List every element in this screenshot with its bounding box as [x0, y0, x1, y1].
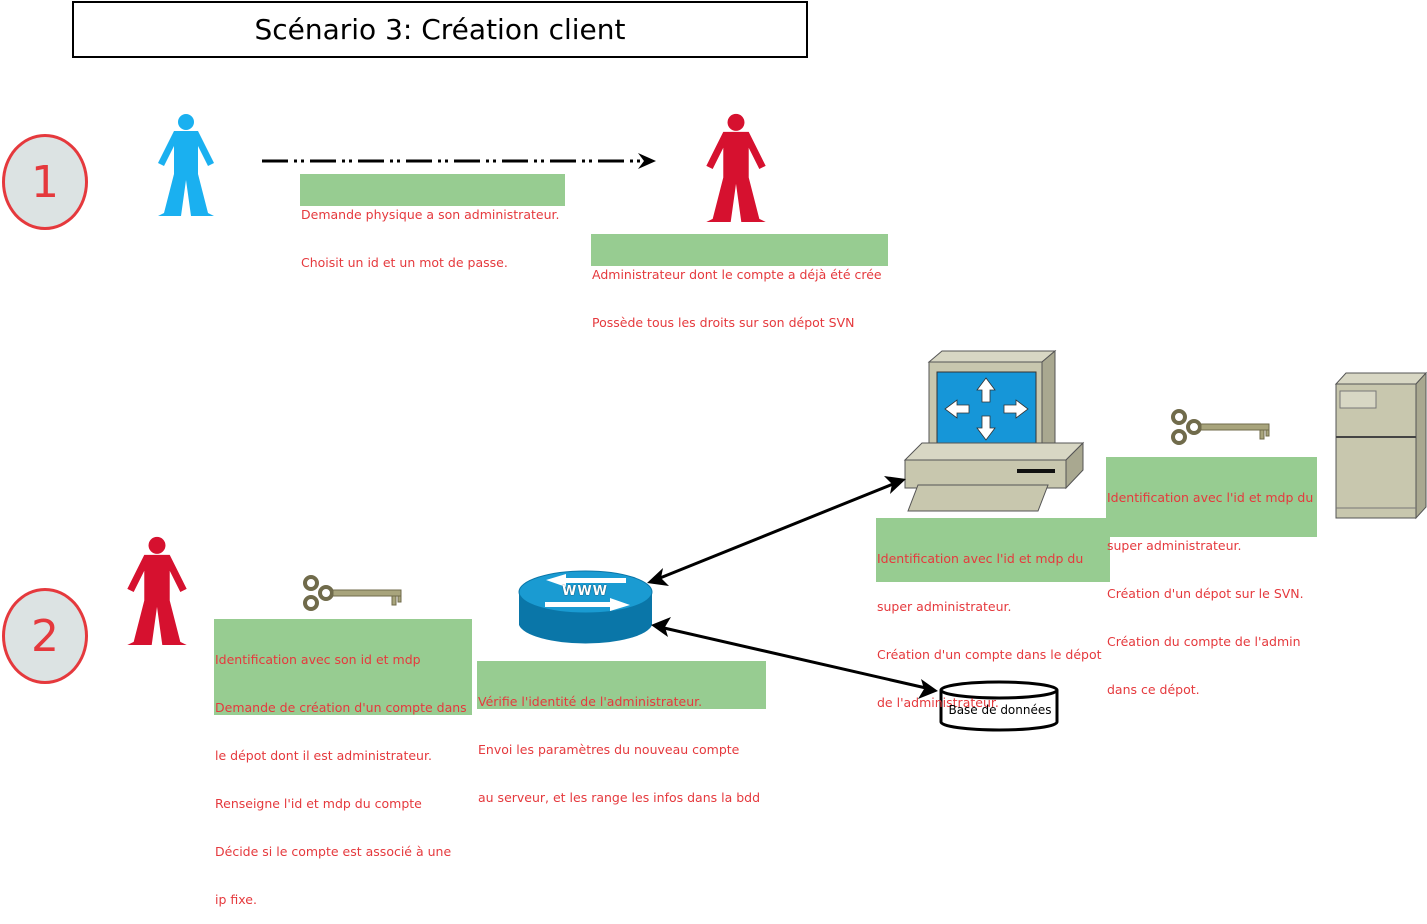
- note-identification: Identification avec son id et mdp Demand…: [214, 619, 472, 907]
- arrow-web-computer: [647, 476, 906, 586]
- note-line: au serveur, et les range les infos dans …: [478, 790, 761, 805]
- server-icon: [1334, 371, 1427, 520]
- note-administrator: Administrateur dont le compte a déjà été…: [591, 234, 888, 330]
- note-line: Création d'un compte dans le dépot: [877, 647, 1102, 662]
- note-line: Demande de création d'un compte dans: [215, 700, 467, 715]
- note-physical-request: Demande physique a son administrateur. C…: [300, 174, 565, 270]
- administrator-icon-2: [127, 536, 187, 645]
- dash-dot-arrow: [262, 153, 656, 169]
- note-line: Demande physique a son administrateur.: [301, 207, 560, 222]
- note-line: super administrateur.: [877, 599, 1012, 614]
- arrow-web-database: [651, 617, 938, 699]
- note-line: Identification avec son id et mdp: [215, 652, 421, 667]
- note-computer: Identification avec l'id et mdp du super…: [876, 518, 1110, 710]
- note-line: Envoi les paramètres du nouveau compte: [478, 742, 740, 757]
- web-router-icon: [518, 570, 653, 644]
- computer-icon: [903, 349, 1085, 512]
- note-line: ip fixe.: [215, 892, 257, 907]
- diagram-canvas: [127, 113, 1427, 732]
- note-line: Possède tous les droits sur son dépot SV…: [592, 315, 855, 330]
- note-line: dans ce dépot.: [1107, 682, 1200, 697]
- note-server: Identification avec l'id et mdp du super…: [1106, 457, 1317, 697]
- note-line: Identification avec l'id et mdp du: [877, 551, 1084, 566]
- note-line: Choisit un id et un mot de passe.: [301, 255, 508, 270]
- client-user-icon: [158, 114, 214, 216]
- note-line: Décide si le compte est associé à une: [215, 844, 452, 859]
- key-icon-1: [303, 575, 403, 611]
- note-line: Création du compte de l'admin: [1107, 634, 1301, 649]
- database-icon: [939, 680, 1059, 732]
- step-2-circle: 2: [2, 588, 88, 684]
- note-line: super administrateur.: [1107, 538, 1242, 553]
- diagram-title: Scénario 3: Création client: [72, 1, 808, 58]
- note-web-verification: Vérifie l'identité de l'administrateur. …: [477, 661, 766, 805]
- key-icon-2: [1171, 409, 1271, 445]
- note-line: Vérifie l'identité de l'administrateur.: [478, 694, 703, 709]
- database-label: Base de données: [948, 703, 1052, 717]
- note-line: de l'administrateur.: [877, 695, 999, 710]
- router-www-label: WWW: [561, 584, 609, 599]
- note-line: Création d'un dépot sur le SVN.: [1107, 586, 1304, 601]
- administrator-icon-1: [706, 113, 766, 222]
- note-line: Administrateur dont le compte a déjà été…: [592, 267, 882, 282]
- note-line: Identification avec l'id et mdp du: [1107, 490, 1314, 505]
- step-1-circle: 1: [2, 134, 88, 230]
- note-line: Renseigne l'id et mdp du compte: [215, 796, 422, 811]
- note-line: le dépot dont il est administrateur.: [215, 748, 432, 763]
